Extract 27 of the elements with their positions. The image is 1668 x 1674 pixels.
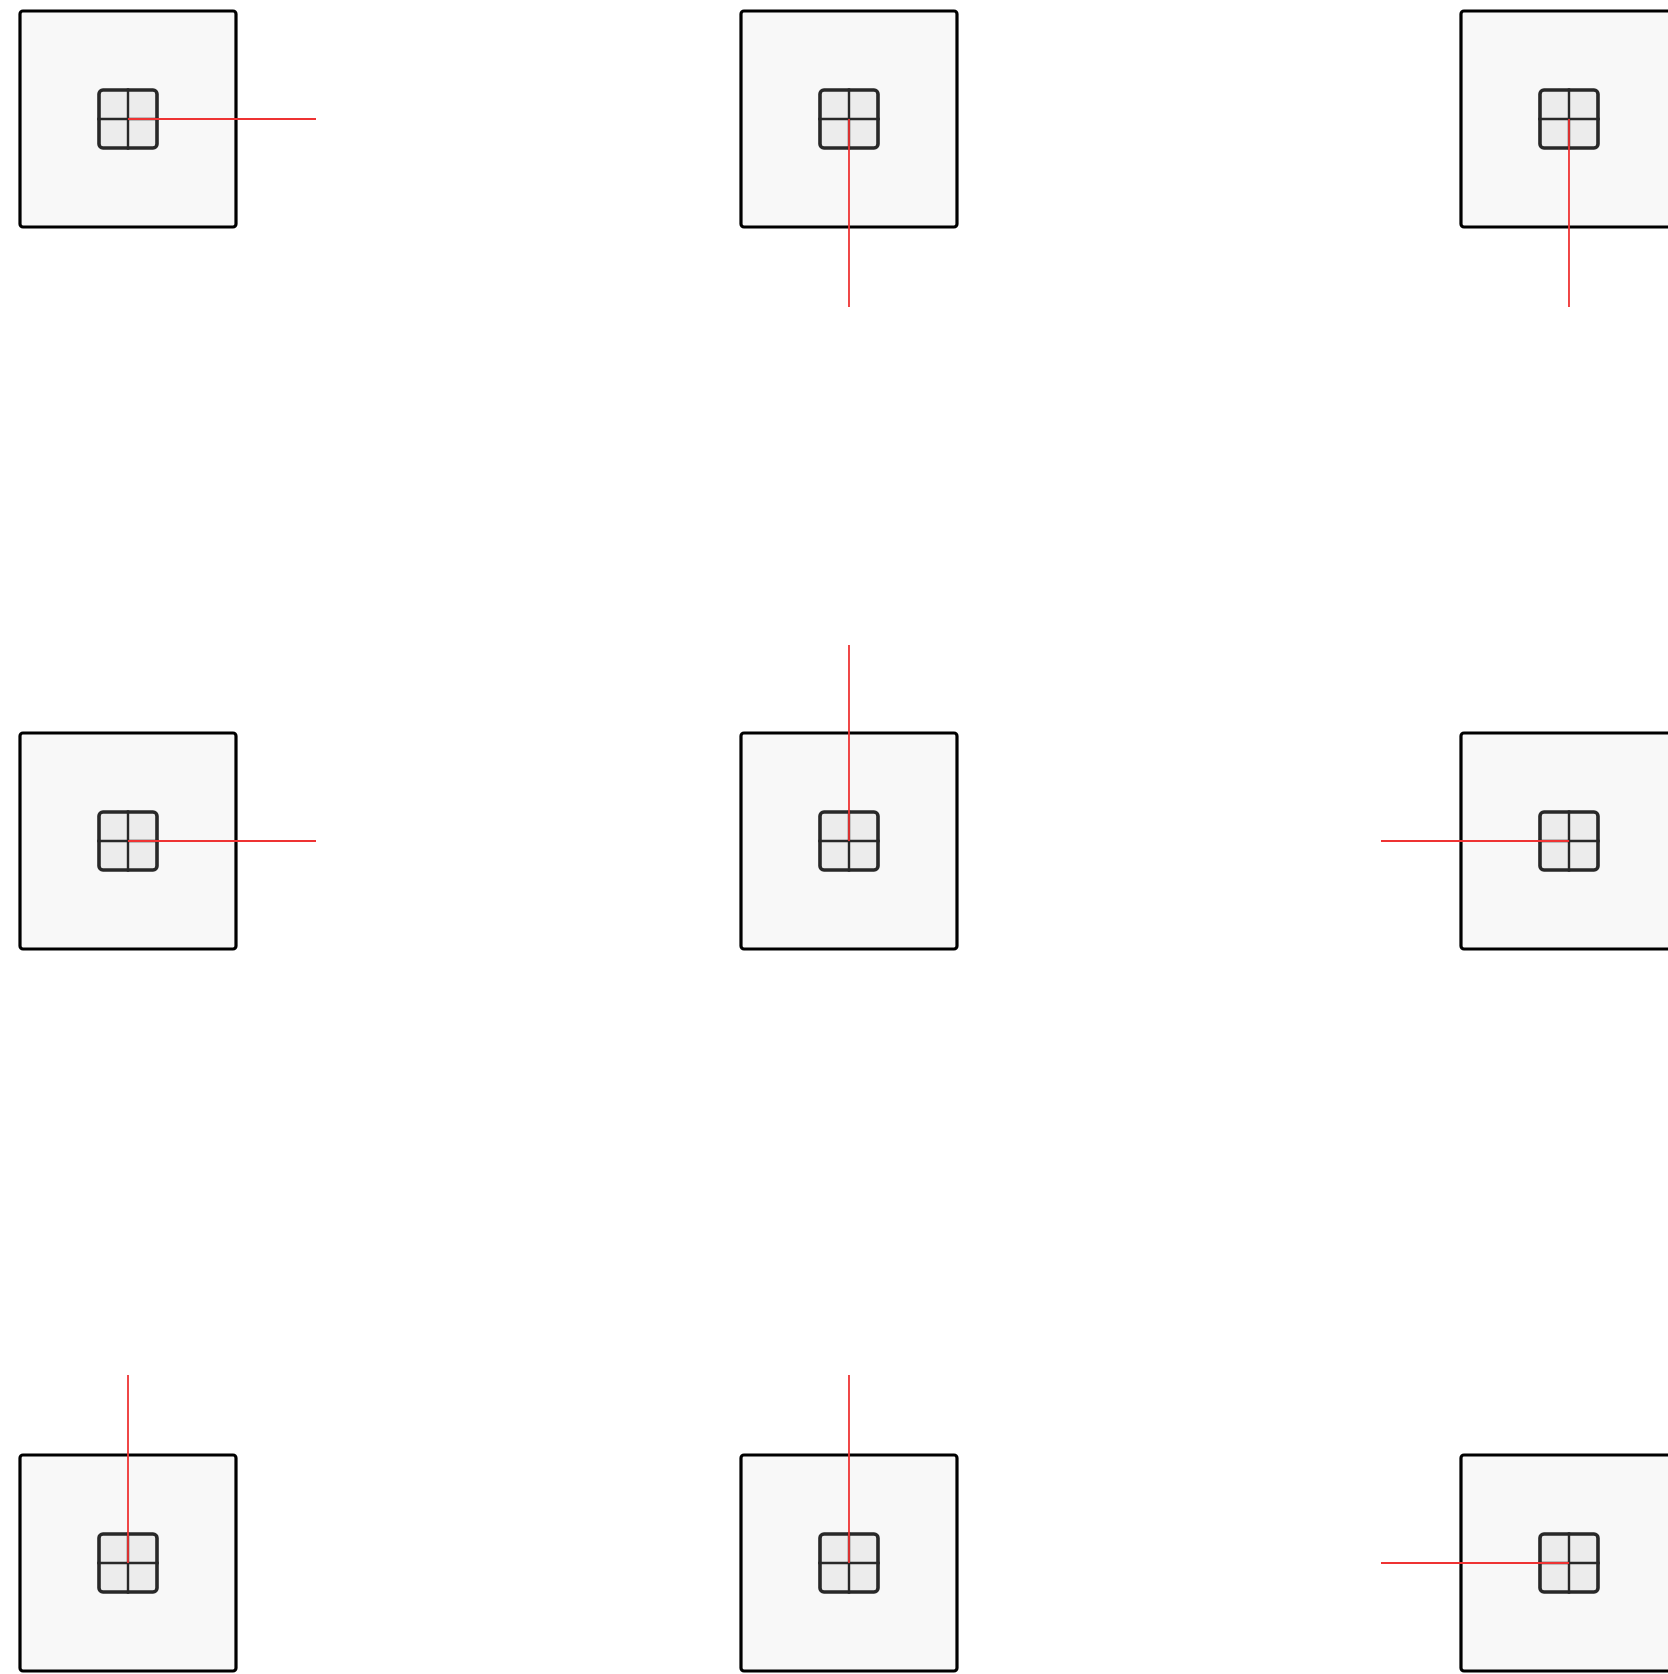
panel-box (18, 1453, 238, 1673)
line (1380, 840, 1570, 842)
panel-box (739, 9, 959, 229)
line (127, 840, 317, 842)
line (848, 644, 850, 842)
grid-box (1537, 87, 1601, 151)
line (127, 118, 317, 120)
line (1568, 118, 1570, 308)
grid-box (96, 1531, 160, 1595)
panel-box (1459, 1453, 1668, 1673)
panel-box (18, 9, 238, 229)
grid-box (817, 1531, 881, 1595)
grid-box (1537, 1531, 1601, 1595)
panel-box (1459, 731, 1668, 951)
line (1380, 1562, 1570, 1564)
panel-box (739, 1453, 959, 1673)
line (127, 1374, 129, 1564)
grid-box (817, 809, 881, 873)
grid-box (96, 809, 160, 873)
line (848, 1374, 850, 1564)
panel-box (1459, 9, 1668, 229)
panel-box (18, 731, 238, 951)
grid-box (817, 87, 881, 151)
grid-box (96, 87, 160, 151)
grid-box (1537, 809, 1601, 873)
panel-box (739, 731, 959, 951)
line (848, 118, 850, 308)
